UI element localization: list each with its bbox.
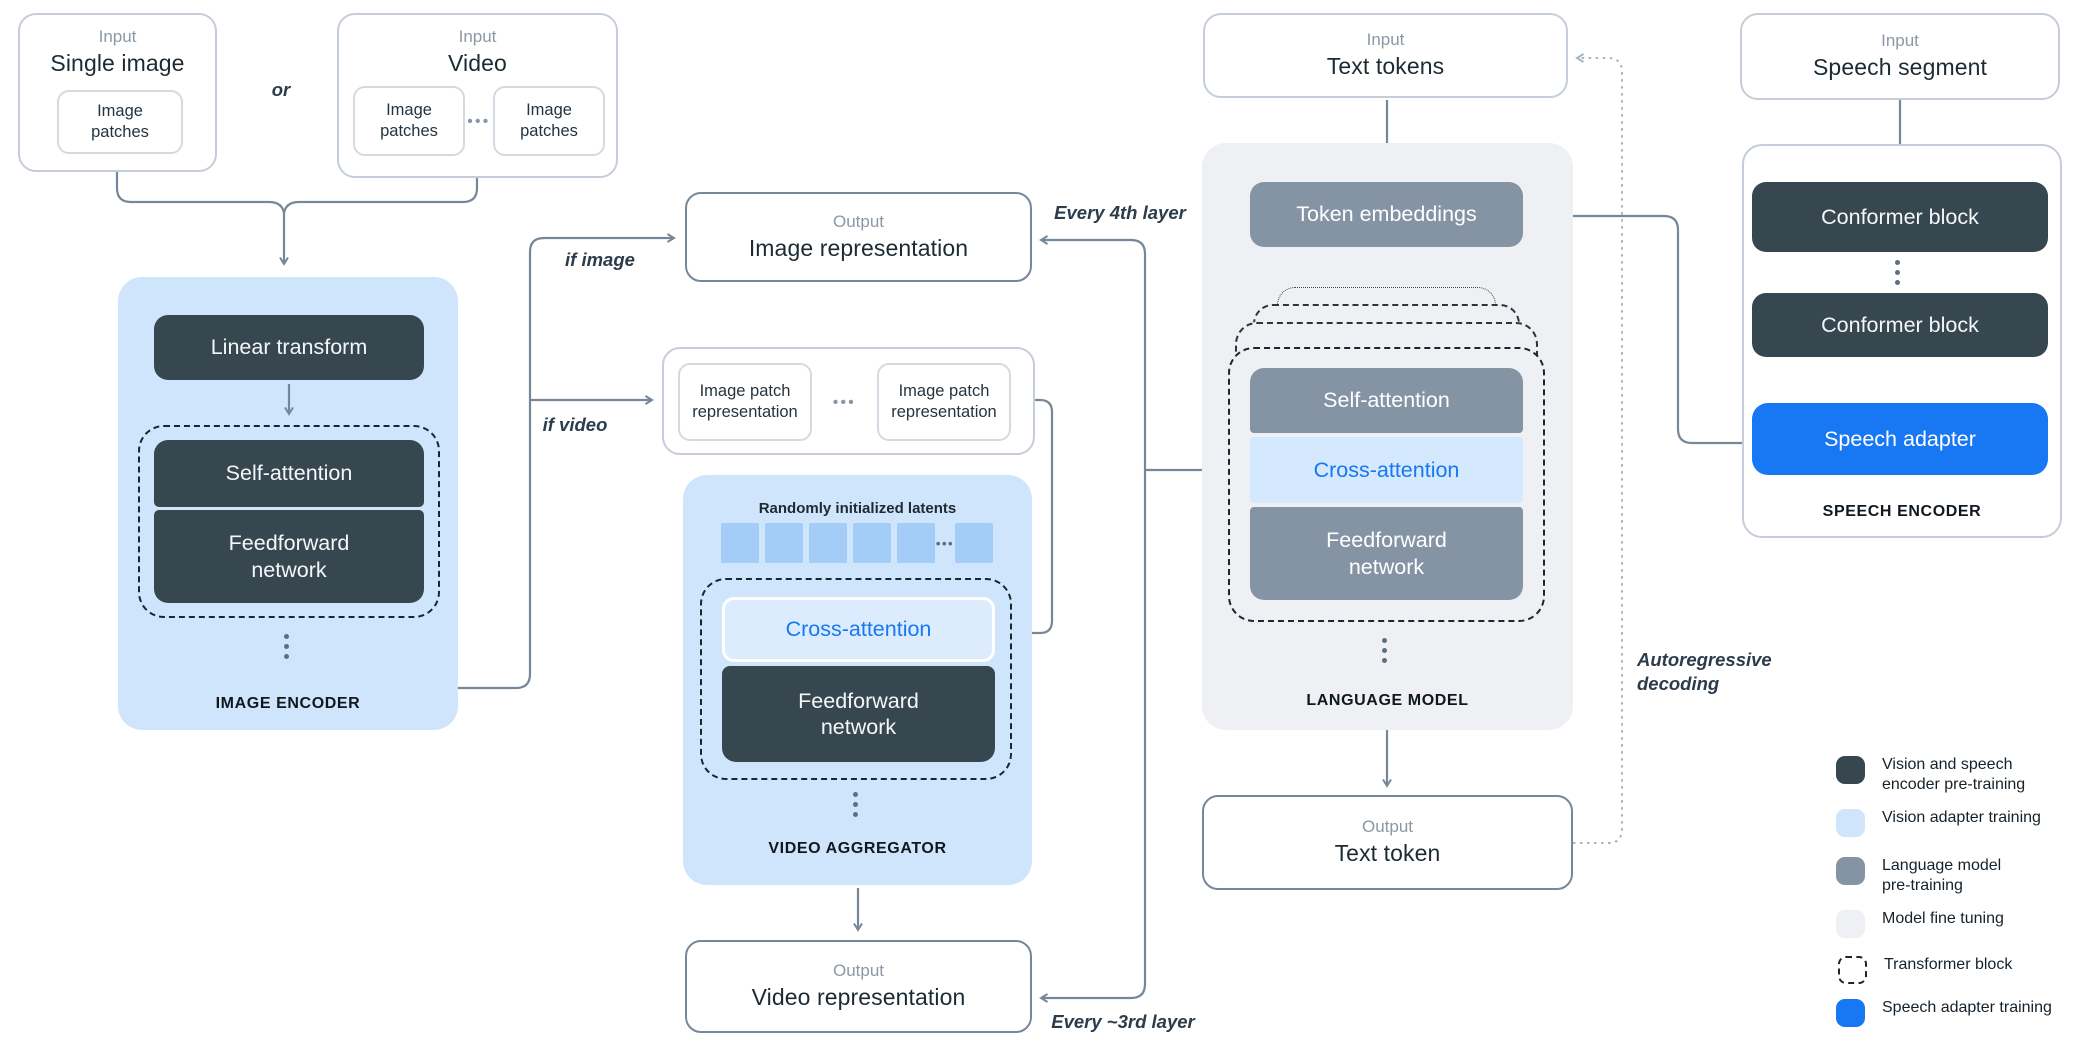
or-label: or [271, 79, 291, 100]
output-label: Output [1361, 817, 1414, 837]
encoder-to-if-image [458, 233, 676, 690]
image-patches-chip: Image patches [353, 86, 465, 156]
video-aggregator-label: VIDEO AGGREGATOR [768, 840, 947, 857]
brace-left [115, 172, 286, 214]
every-3rd-layer-annotation: Every ~3rd layer [1051, 1011, 1195, 1032]
legend-swatch-slate [1836, 857, 1865, 885]
ellipsis-horizontal: ••• [832, 393, 857, 411]
latents-ellipsis: ••• [935, 535, 955, 551]
image-patch-representation-chip: Image patch representation [877, 363, 1011, 441]
ellipsis-vertical [284, 634, 289, 659]
brace-right [282, 178, 479, 214]
image-patches-chip: Image patches [57, 90, 183, 154]
output-label: Output [832, 211, 885, 231]
autoregressive-loop [1573, 53, 1623, 844]
input-label: Input [98, 27, 137, 46]
token-embeddings-block: Token embeddings [1250, 182, 1523, 247]
legend-swatch-blue [1836, 999, 1865, 1027]
text-token-title: Text token [1334, 840, 1441, 867]
lm-cross-attention-block: Cross-attention [1250, 437, 1523, 503]
input-label: Input [1366, 30, 1405, 50]
latent-square [765, 523, 803, 563]
single-image-title: Single image [50, 49, 185, 76]
conformer-block-bottom: Conformer block [1752, 293, 2048, 357]
legend-item-transformer-block: Transformer block [1838, 955, 2068, 984]
output-label: Output [832, 961, 885, 981]
input-text-tokens-box: Input Text tokens [1203, 13, 1568, 98]
latent-square [897, 523, 935, 563]
linear-transform-block: Linear transform [154, 315, 424, 380]
legend-item-speech-adapter: Speech adapter training [1836, 998, 2074, 1027]
self-attention-block: Self-attention [154, 440, 424, 507]
legend-item-fine-tuning: Model fine tuning [1836, 909, 2066, 938]
latent-square [955, 523, 993, 563]
input-label: Input [1881, 31, 1919, 51]
latent-square [721, 523, 759, 563]
conformer-block-top: Conformer block [1752, 182, 2048, 252]
feeder-to-image-representation [1039, 235, 1147, 470]
legend-item-vision-speech-encoder: Vision and speech encoder pre-training [1836, 755, 2066, 795]
ellipsis-vertical [1382, 638, 1387, 663]
latent-square [853, 523, 891, 563]
lm-feedforward-block: Feedforward network [1250, 507, 1523, 600]
input-label: Input [458, 27, 497, 46]
legend-swatch-light-gray [1836, 910, 1865, 938]
ellipsis-vertical [1895, 260, 1900, 285]
output-text-token-box: Output Text token [1202, 795, 1573, 890]
image-encoder-label: IMAGE ENCODER [215, 695, 361, 712]
video-title: Video [448, 49, 507, 76]
image-encoder-transformer-block [138, 425, 440, 618]
image-patch-representation-chip: Image patch representation [678, 363, 812, 441]
text-tokens-title: Text tokens [1326, 53, 1445, 80]
lm-self-attention-block: Self-attention [1250, 368, 1523, 433]
every-4th-layer-annotation: Every 4th layer [1054, 202, 1186, 223]
output-image-representation-box: Output Image representation [685, 192, 1032, 282]
autoregressive-decoding-annotation: Autoregressive decoding [1637, 649, 1772, 695]
video-cross-attention-block: Cross-attention [722, 597, 995, 662]
legend-swatch-dashed [1838, 956, 1867, 984]
input-speech-segment-box: Input Speech segment [1740, 13, 2060, 100]
latent-square [809, 523, 847, 563]
legend-swatch-light-blue [1836, 809, 1865, 837]
video-feedforward-block: Feedforward network [722, 666, 995, 762]
latents-label: Randomly initialized latents [758, 500, 957, 517]
legend-swatch-dark [1836, 756, 1865, 784]
ellipsis-vertical [853, 792, 858, 817]
output-video-representation-box: Output Video representation [685, 940, 1032, 1033]
feedforward-network-block: Feedforward network [154, 510, 424, 603]
feeder-to-video-representation [1039, 470, 1147, 1003]
speech-adapter-block: Speech adapter [1752, 403, 2048, 475]
video-representation-title: Video representation [751, 984, 966, 1011]
if-image-annotation: if image [565, 249, 635, 270]
speech-segment-title: Speech segment [1812, 54, 1987, 81]
legend-item-vision-adapter: Vision adapter training [1836, 808, 2066, 837]
legend-item-language-model: Language model pre-training [1836, 856, 2066, 896]
video-aggregator-transformer-block [700, 578, 1012, 780]
image-patches-chip: Image patches [493, 86, 605, 156]
ellipsis-horizontal: ••• [467, 112, 491, 130]
language-model-label: LANGUAGE MODEL [1306, 692, 1469, 709]
speech-encoder-label: SPEECH ENCODER [1822, 503, 1982, 520]
if-video-annotation: if video [542, 414, 608, 435]
image-representation-title: Image representation [748, 234, 969, 261]
